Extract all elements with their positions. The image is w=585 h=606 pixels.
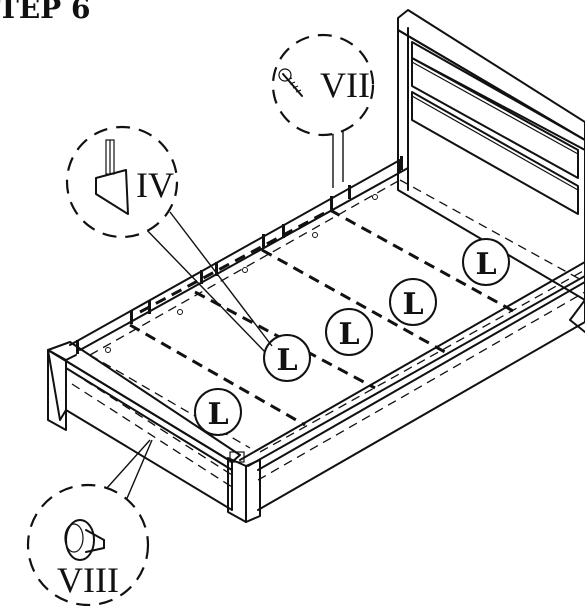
callout-screw-label: VII	[320, 65, 370, 105]
slat-label-3: L	[325, 308, 373, 356]
slat-holes	[105, 194, 378, 353]
slat-label-text: L	[207, 397, 228, 432]
bracket-icon	[95, 139, 129, 215]
callout-screw: VII	[271, 33, 375, 188]
slat-label-text: L	[402, 287, 423, 322]
slats	[129, 208, 516, 427]
callout-bracket: IV	[65, 125, 273, 353]
knob-icon	[64, 519, 105, 561]
slat-label-4: L	[389, 278, 437, 326]
screw-icon	[278, 68, 303, 97]
callout-bracket-label: IV	[136, 165, 174, 205]
slat-label-5: L	[462, 238, 510, 286]
step-title: TEP 6	[0, 0, 91, 25]
headboard	[397, 9, 585, 301]
callout-knob-label: VIII	[57, 560, 119, 600]
slat-label-2: L	[263, 334, 311, 382]
rail-brackets	[76, 156, 403, 354]
slat-label-text: L	[475, 247, 496, 282]
slat-label-1: L	[194, 388, 242, 436]
callout-knob: VIII	[26, 439, 153, 606]
slat-label-text: L	[338, 317, 359, 352]
slat-label-text: L	[276, 343, 297, 378]
bed-frame	[47, 159, 585, 523]
